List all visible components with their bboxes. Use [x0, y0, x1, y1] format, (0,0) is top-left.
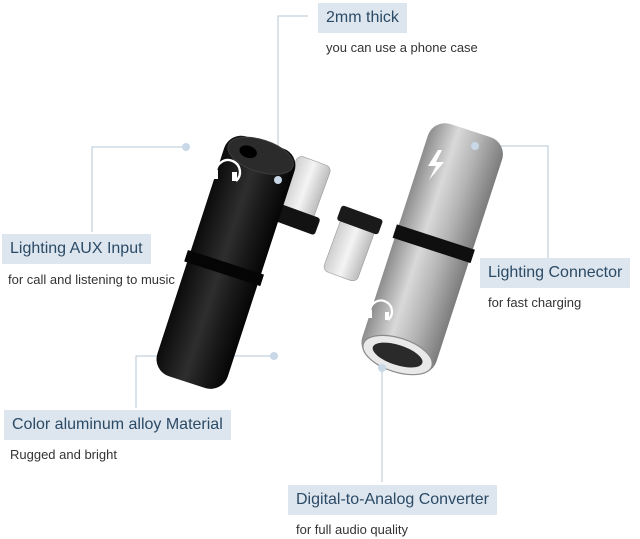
callout-thickness-subtitle: you can use a phone case	[326, 40, 478, 55]
callout-lightning-subtitle: for fast charging	[488, 295, 582, 310]
callout-aux-title: Lighting AUX Input	[2, 234, 151, 264]
lightning-bolt-icon	[428, 150, 444, 180]
headphone-icon	[368, 299, 394, 321]
black-adapter	[156, 135, 331, 389]
callout-material-title: Color aluminum alloy Material	[4, 410, 231, 440]
headphone-icon	[213, 158, 242, 182]
callout-dac-subtitle: for full audio quality	[296, 522, 409, 537]
silver-adapter	[323, 123, 503, 376]
lightning-bolt-icon	[302, 314, 318, 344]
callout-material-subtitle: Rugged and bright	[10, 447, 117, 462]
callout-thickness-title: 2mm thick	[318, 3, 407, 33]
callout-lightning-title: Lighting Connector	[480, 258, 631, 288]
callout-aux-subtitle: for call and listening to music	[8, 272, 175, 287]
callout-dac-title: Digital-to-Analog Converter	[288, 485, 497, 515]
